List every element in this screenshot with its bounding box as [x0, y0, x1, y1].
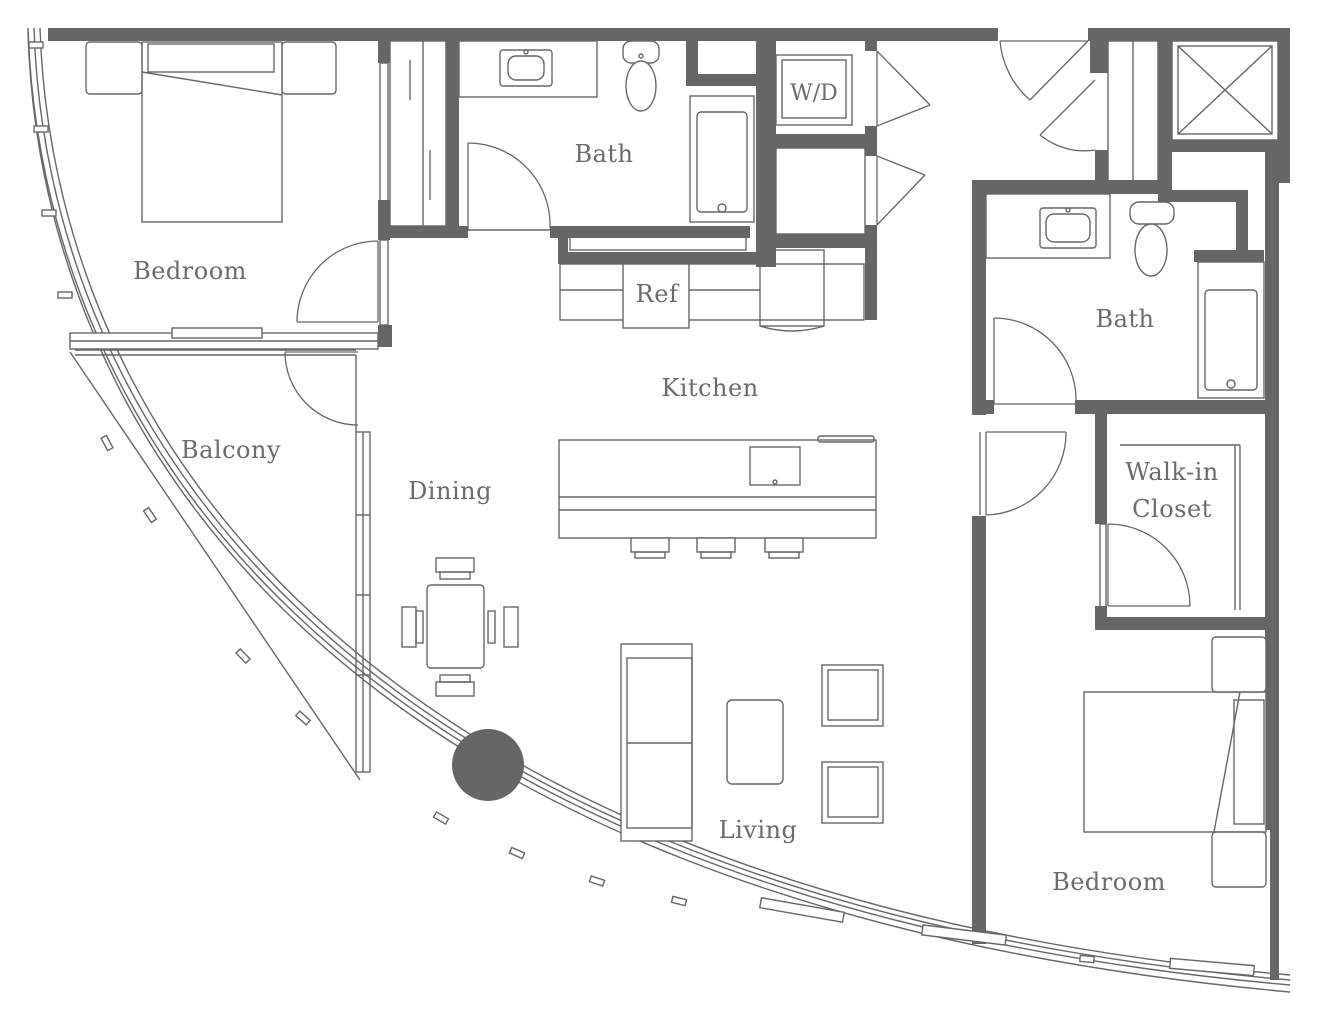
- refrigerator-icon: [622, 263, 690, 329]
- bed-icon: [1083, 636, 1267, 888]
- balcony-label: Balcony: [181, 436, 281, 464]
- bath-top: [458, 40, 755, 231]
- stool-icon: [630, 537, 804, 559]
- dining-label: Dining: [408, 477, 492, 505]
- bathtub-icon: [1197, 261, 1265, 399]
- toilet-icon: [1129, 201, 1175, 277]
- kitchen: [558, 235, 877, 559]
- walkin-closet-label-line2: Closet: [1132, 495, 1212, 523]
- kitchen-island-icon: [558, 435, 877, 539]
- toilet-icon: [622, 40, 660, 112]
- washer-dryer-label: W/D: [790, 81, 838, 106]
- walls: [48, 28, 1290, 980]
- bedroom-left: [69, 40, 447, 350]
- washer-dryer: [775, 50, 931, 235]
- sink-icon: [499, 49, 553, 87]
- dining-table-icon: [401, 557, 519, 697]
- refrigerator-label: Ref: [636, 280, 680, 308]
- coffee-table-icon: [726, 699, 784, 785]
- shaft-icon: [1171, 40, 1279, 141]
- bath-right-label: Bath: [1095, 305, 1154, 333]
- wd-door-icon: [876, 50, 931, 127]
- bath-door-icon: [467, 142, 551, 230]
- balcony-door-icon: [284, 351, 359, 426]
- closet-door-icon: [1107, 523, 1191, 607]
- bedroom-left-label: Bedroom: [133, 257, 247, 285]
- walkin-closet: [1099, 444, 1241, 610]
- armchair-icon: [821, 664, 884, 824]
- room-labels: Bedroom Bath W/D Ref Kitchen Balcony Din…: [133, 81, 1218, 896]
- balcony: [69, 349, 371, 781]
- closet-door-icon: [876, 155, 926, 226]
- bath-top-label: Bath: [574, 140, 633, 168]
- bed-icon: [85, 41, 337, 223]
- bath-right: [985, 193, 1265, 405]
- living-label: Living: [719, 816, 798, 844]
- bath-door-icon: [993, 317, 1077, 405]
- bedroom-door-icon: [979, 431, 1067, 516]
- kitchen-label: Kitchen: [661, 374, 758, 402]
- bedroom-door-icon: [296, 240, 379, 323]
- sofa-icon: [620, 643, 693, 842]
- walkin-closet-label-line1: Walk-in: [1125, 458, 1218, 486]
- column-icon: [452, 729, 524, 801]
- window-mullions: [28, 41, 1256, 977]
- bathtub-icon: [689, 95, 755, 223]
- bedroom-right-label: Bedroom: [1052, 868, 1166, 896]
- entry-door-icon: [999, 40, 1159, 182]
- sink-icon: [1039, 207, 1097, 249]
